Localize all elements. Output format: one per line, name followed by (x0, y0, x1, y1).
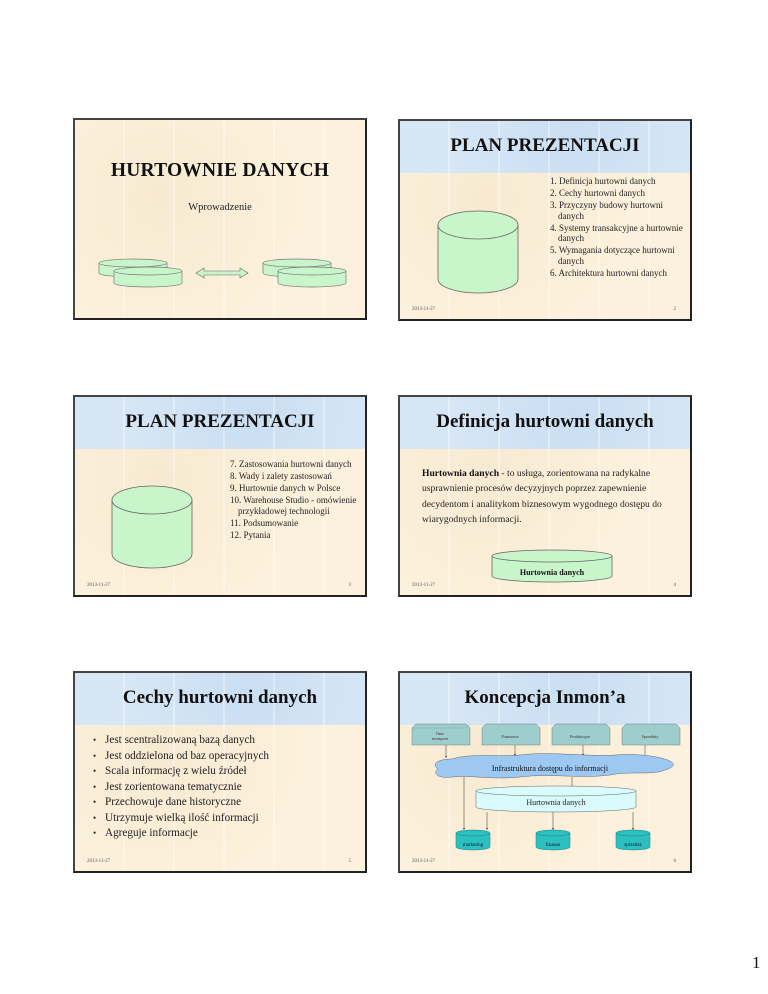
agenda-item: 6. Architektura hurtowni danych (550, 267, 667, 278)
slide-subtitle: Wprowadzenie (188, 202, 252, 213)
slide-date: 2013-11-27 (87, 859, 111, 864)
slide-date: 2013-11-27 (412, 583, 436, 588)
stacked-disks-icon (98, 258, 183, 288)
database-cylinder-icon (437, 210, 519, 294)
agenda-item: 12. Pytania (230, 529, 271, 540)
slide-3-thumbnail: PLAN PREZENTACJI 7. Zastosowania hurtown… (73, 395, 367, 597)
data-mart-cylinder: finanse (535, 829, 571, 851)
slide-title: Definicja hurtowni danych (436, 411, 654, 432)
data-mart-label: marketing (463, 843, 484, 848)
database-cylinder-icon (111, 485, 193, 569)
agenda-item: 11. Podsumowanie (230, 517, 299, 528)
slide-2-thumbnail: PLAN PREZENTACJI 1. Definicja hurtowni d… (398, 119, 692, 321)
definition-paragraph: Hurtownia danych - to usługa, zorientowa… (422, 466, 677, 528)
infrastructure-label: Infrastruktura dostępu do informacji (492, 764, 609, 773)
source-box: Dane zewnętrzne (411, 723, 471, 746)
agenda-list: 7. Zastosowania hurtowni danych 8. Wady … (230, 459, 365, 542)
features-list: Jest scentralizowaną bazą danych Jest od… (93, 733, 269, 842)
slide-1-thumbnail: HURTOWNIE DANYCH Wprowadzenie (73, 118, 367, 320)
slide-date: 2013-11-27 (412, 859, 436, 864)
definition-body: - to usługa, zorientowana na radykalne u… (422, 468, 662, 526)
data-mart-label: sprzedaż (624, 843, 642, 848)
title-band: Cechy hurtowni danych (75, 673, 365, 725)
feature-item: Jest zorientowana tematycznie (93, 780, 269, 796)
slide-title: Koncepcja Inmon’a (464, 687, 626, 708)
source-label: Sprzedaży (642, 734, 659, 739)
definition-term: Hurtownia danych (422, 468, 500, 479)
agenda-list: 1. Definicja hurtowni danych 2. Cechy hu… (550, 176, 690, 280)
slide-title: HURTOWNIE DANYCH (110, 160, 330, 181)
slide-number: 2 (673, 307, 677, 312)
source-label: Produkcyjne (570, 734, 590, 739)
slide-title: PLAN PREZENTACJI (450, 135, 640, 156)
warehouse-cylinder-icon: Hurtownia danych (491, 549, 613, 583)
slide-5-thumbnail: Cechy hurtowni danych Jest scentralizowa… (73, 671, 367, 873)
slide-title: PLAN PREZENTACJI (125, 411, 315, 432)
page-number: 1 (752, 953, 761, 972)
data-mart-cylinder: sprzedaż (615, 829, 651, 851)
stacked-disks-icon (262, 258, 347, 288)
slide-number: 3 (348, 583, 352, 588)
cylinder-label: Hurtownia danych (520, 568, 585, 577)
slide-6-thumbnail: Koncepcja Inmon’a Dane zewnętrzne Finans… (398, 671, 692, 873)
agenda-item: 3. Przyczyny budowy hurtowni danych (550, 199, 663, 221)
slide-date: 2013-11-27 (412, 307, 436, 312)
agenda-item: 10. Warehouse Studio - omówienie przykła… (230, 494, 357, 516)
slide-title: Cechy hurtowni danych (122, 687, 318, 708)
slide-1-graphics (98, 258, 347, 288)
source-label: Dane (436, 732, 444, 736)
title-band: PLAN PREZENTACJI (75, 397, 365, 449)
slide-number: 5 (348, 859, 352, 864)
agenda-item: 7. Zastosowania hurtowni danych (230, 459, 352, 469)
agenda-item: 9. Hurtownie danych w Polsce (230, 482, 341, 493)
slide-number: 6 (673, 859, 677, 864)
slide-date: 2013-11-27 (87, 583, 111, 588)
feature-item: Jest oddzielona od baz operacyjnych (93, 749, 269, 765)
source-label: Finansowe (501, 734, 519, 739)
title-band: Koncepcja Inmon’a (400, 673, 690, 725)
agenda-item: 2. Cechy hurtowni danych (550, 187, 645, 198)
data-mart-label: finanse (546, 843, 561, 848)
data-mart-cylinder: marketing (455, 829, 491, 851)
source-box: Produkcyjne (551, 723, 611, 746)
slide-number: 4 (673, 583, 677, 588)
feature-item: Jest scentralizowaną bazą danych (93, 733, 269, 749)
feature-item: Scala informację z wielu źródeł (93, 764, 269, 780)
infrastructure-cloud (434, 753, 674, 779)
source-box: Sprzedaży (621, 723, 681, 746)
title-band: PLAN PREZENTACJI (400, 121, 690, 173)
source-box: Finansowe (481, 723, 541, 746)
slide-4-thumbnail: Definicja hurtowni danych Hurtownia dany… (398, 395, 692, 597)
agenda-item: 5. Wymagania dotyczące hurtowni danych (550, 245, 675, 266)
inmon-diagram: Dane zewnętrzne Finansowe Produkcyjne Sp… (411, 723, 681, 851)
double-arrow-icon (195, 267, 249, 279)
warehouse-cylinder: Hurtownia danych (475, 785, 637, 813)
source-label: zewnętrzne (432, 737, 449, 741)
feature-item: Agreguje informacje (93, 826, 269, 842)
agenda-item: 4. Systemy transakcyjne a hurtownie dany… (550, 222, 683, 244)
feature-item: Utrzymuje wielką ilość informacji (93, 811, 269, 827)
warehouse-label: Hurtownia danych (526, 798, 585, 807)
agenda-item: 1. Definicja hurtowni danych (550, 176, 656, 186)
agenda-item: 8. Wady i zalety zastosowań (230, 470, 332, 481)
feature-item: Przechowuje dane historyczne (93, 795, 269, 811)
title-band: Definicja hurtowni danych (400, 397, 690, 449)
